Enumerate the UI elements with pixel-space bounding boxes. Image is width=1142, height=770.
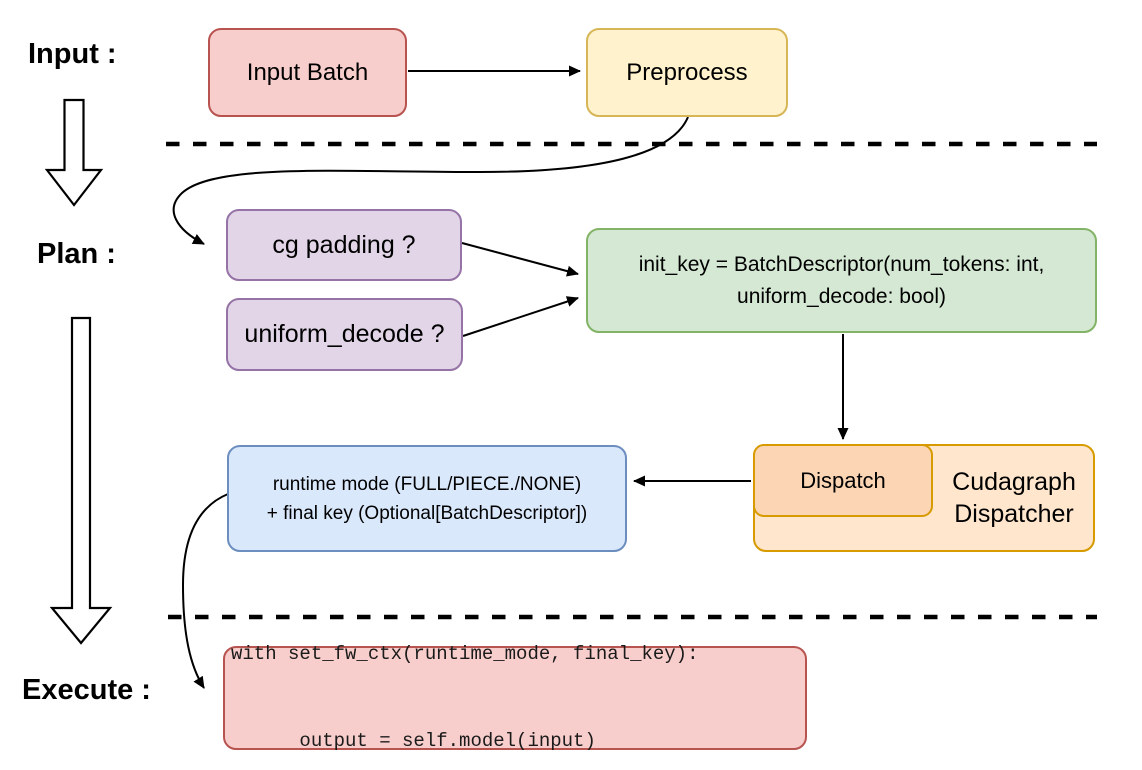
preprocess-label: Preprocess [626, 58, 748, 86]
block-arrow-input-to-plan [44, 98, 104, 207]
block-arrow-plan-to-execute [49, 316, 113, 645]
input-batch-node: Input Batch [208, 28, 407, 117]
cg-padding-label: cg padding ? [272, 230, 416, 259]
dispatch-label: Dispatch [800, 467, 886, 493]
init-key-node: init_key = BatchDescriptor(num_tokens: i… [586, 228, 1097, 333]
cg-padding-node: cg padding ? [226, 209, 462, 281]
edge-preprocess-to-cgpadding [172, 116, 689, 245]
runtime-mode-label-line2: + final key (Optional[BatchDescriptor]) [266, 502, 588, 524]
stage-label-execute: Execute : [22, 674, 151, 706]
execute-code-line1: with set_fw_ctx(runtime_mode, final_key)… [231, 643, 699, 665]
edge-uniformdecode-to-initkey [462, 296, 579, 337]
runtime-mode-label-line1: runtime mode (FULL/PIECE./NONE) [272, 473, 582, 495]
cudagraph-dispatcher-label-line2: Dispatcher [954, 500, 1074, 528]
init-key-label-line2: uniform_decode: bool) [737, 284, 946, 308]
cudagraph-dispatcher-label-line1: Cudagraph [952, 468, 1076, 496]
stage-label-plan: Plan : [37, 238, 116, 270]
uniform-decode-node: uniform_decode ? [226, 298, 463, 371]
stage-label-input: Input : [28, 38, 117, 70]
uniform-decode-label: uniform_decode ? [244, 320, 445, 348]
edge-runtimemode-to-executecode [181, 493, 229, 689]
execute-code-node: with set_fw_ctx(runtime_mode, final_key)… [223, 643, 807, 752]
runtime-mode-node: runtime mode (FULL/PIECE./NONE) + final … [227, 445, 627, 552]
edge-cgpadding-to-initkey [461, 242, 579, 277]
preprocess-node: Preprocess [586, 28, 788, 117]
init-key-label-line1: init_key = BatchDescriptor(num_tokens: i… [638, 252, 1045, 276]
input-batch-label: Input Batch [246, 58, 369, 86]
execute-code-line2: output = self.model(input) [231, 730, 596, 752]
dispatch-node: Dispatch [753, 444, 933, 517]
